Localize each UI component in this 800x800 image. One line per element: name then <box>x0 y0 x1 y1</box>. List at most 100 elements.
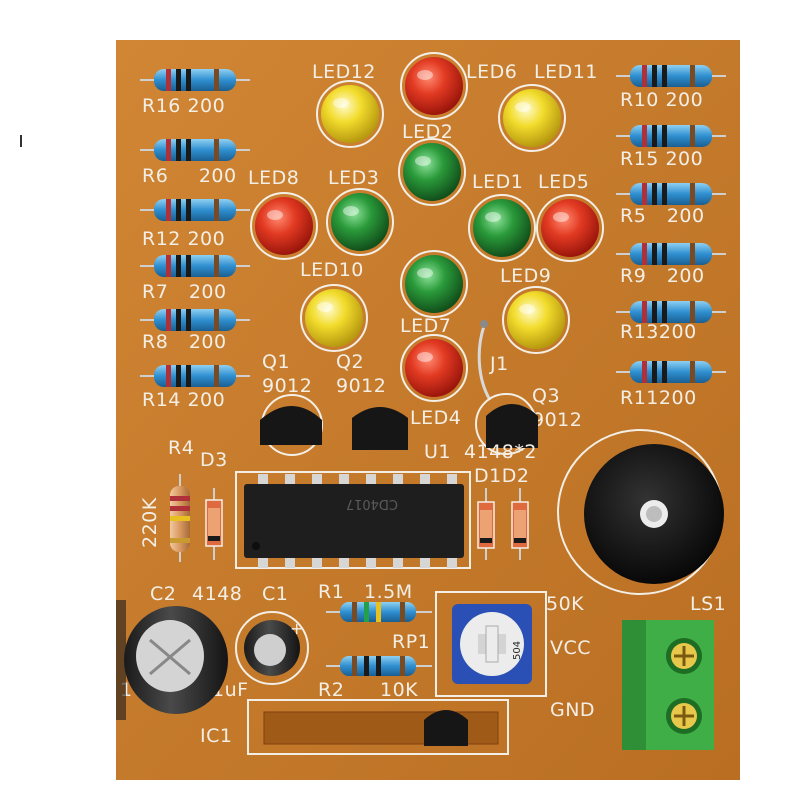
resistor-label: R12 200 <box>142 228 225 250</box>
rp1-label: RP1 <box>392 631 430 653</box>
q-ref: Q1 <box>262 351 290 373</box>
led-red <box>400 334 468 402</box>
resistor-label: R9 200 <box>620 265 705 287</box>
led-label: LED11 <box>534 61 598 83</box>
resistor-label: R8 200 <box>142 331 227 353</box>
resistor-r1 <box>326 602 432 622</box>
r1-label: R1 <box>318 581 344 603</box>
q-ref: Q2 <box>336 351 364 373</box>
q-ref: Q3 <box>532 385 560 407</box>
resistor <box>140 69 250 91</box>
resistor-label: R16 200 <box>142 95 225 117</box>
led-green <box>468 194 536 262</box>
led-green <box>398 138 466 206</box>
resistor-r4 <box>170 474 190 562</box>
resistor <box>140 365 250 387</box>
vcc-label: VCC <box>550 637 591 659</box>
led-label: LED1 <box>472 171 523 193</box>
pot-value-label: 50K <box>546 593 584 615</box>
q-part: 9012 <box>532 409 582 431</box>
led-red <box>536 194 604 262</box>
resistor-label: R15 200 <box>620 148 703 170</box>
led-label: LED12 <box>312 61 376 83</box>
resistor-label: R11200 <box>620 387 697 409</box>
diode-spec-label: 4148*2 <box>464 441 537 463</box>
pot-marking: 504 <box>512 641 523 660</box>
led-yellow <box>300 284 368 352</box>
resistor-column-right <box>616 65 726 383</box>
led-label: LED4 <box>410 407 461 429</box>
resistor-labels: R16 200 R6 200 R12 200 R7 200 R8 200 R14… <box>142 89 705 411</box>
resistor <box>616 65 726 87</box>
resistor-column-left <box>140 69 250 387</box>
terminal-block-ls1 <box>622 620 714 750</box>
led-yellow <box>502 286 570 354</box>
resistor <box>616 183 726 205</box>
resistor <box>616 301 726 323</box>
resistor <box>140 309 250 331</box>
j1-label: J1 <box>489 353 509 375</box>
resistor-r2 <box>326 656 432 676</box>
resistor-label: R10 200 <box>620 89 703 111</box>
led-green <box>326 188 394 256</box>
resistor <box>140 199 250 221</box>
resistor-label: R5 200 <box>620 205 705 227</box>
potentiometer-rp1: 504 <box>435 591 547 697</box>
c2-part-label: 4148 <box>192 583 242 605</box>
resistor-label: R14 200 <box>142 389 225 411</box>
led-red <box>400 52 468 120</box>
diode-d3 <box>205 488 223 560</box>
r2-value: 10K <box>380 679 418 701</box>
plus-icon: + <box>290 619 304 638</box>
resistor-label: R6 200 <box>142 165 237 187</box>
resistor-label: R7 200 <box>142 281 227 303</box>
resistor <box>140 255 250 277</box>
jumper-j1: J1 <box>477 320 509 401</box>
capacitor-c2 <box>116 600 228 720</box>
u1-label: U1 <box>424 441 451 463</box>
transistor-q3 <box>475 393 538 455</box>
chip-marking: CD4017 <box>346 496 398 511</box>
led-yellow <box>498 84 566 152</box>
resistor <box>616 125 726 147</box>
gnd-label: GND <box>550 699 595 721</box>
transistor-q2 <box>352 407 408 450</box>
ic-chip-u1: CD4017 <box>235 471 471 569</box>
resistor-label: R13200 <box>620 321 697 343</box>
r2-label: R2 <box>318 679 344 701</box>
buzzer-ls1 <box>557 429 724 595</box>
resistor <box>616 361 726 383</box>
led-label: LED10 <box>300 259 364 281</box>
q-part: 9012 <box>336 375 386 397</box>
led-label: LED8 <box>248 167 299 189</box>
transistors <box>260 393 538 456</box>
led-cluster <box>250 52 604 402</box>
resistor <box>616 243 726 265</box>
led-label: LED3 <box>328 167 379 189</box>
led-labels: LED12 LED6 LED11 LED2 LED8 LED3 LED1 LED… <box>248 61 598 429</box>
led-label: LED9 <box>500 265 551 287</box>
ic1-label: IC1 <box>200 725 232 747</box>
transistor-q1 <box>260 394 323 456</box>
led-label: LED2 <box>402 121 453 143</box>
diodes <box>205 488 529 560</box>
led-label: LED6 <box>466 61 517 83</box>
resistor <box>140 139 250 161</box>
led-yellow <box>316 80 384 148</box>
led-label: LED5 <box>538 171 589 193</box>
r1-value: 1.5M <box>364 581 413 603</box>
r4-value: 220K <box>139 497 161 548</box>
r4-label: R4 <box>168 437 194 459</box>
ic1-footprint <box>247 699 509 755</box>
d1d2-label: D1D2 <box>474 465 529 487</box>
transistor-labels: Q1 9012 Q2 9012 Q3 9012 <box>262 351 582 431</box>
c2-label: C2 <box>150 583 176 605</box>
q-part: 9012 <box>262 375 312 397</box>
diode-d2 <box>511 488 529 560</box>
capacitor-c1: + <box>235 611 309 685</box>
d3-label: D3 <box>200 449 228 471</box>
led-red <box>250 192 318 260</box>
led-label: LED7 <box>400 315 451 337</box>
led-green <box>400 250 468 318</box>
